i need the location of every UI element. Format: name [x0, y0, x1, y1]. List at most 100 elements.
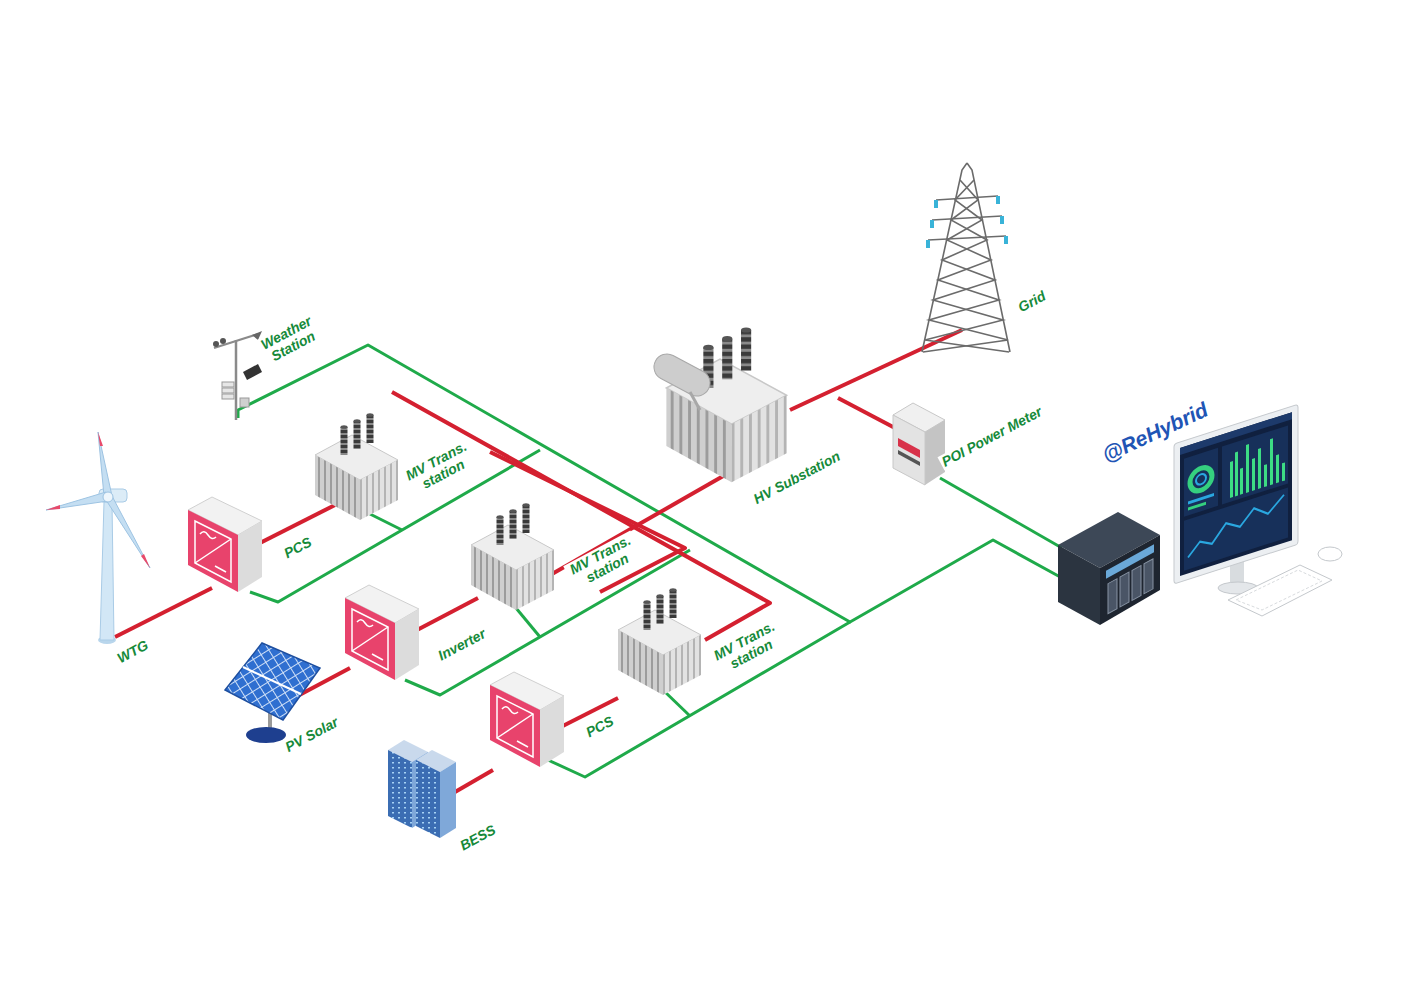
monitor-part-part	[1180, 412, 1292, 576]
transmission-tower-part	[925, 180, 1009, 352]
monitor-part-part-part	[1264, 464, 1267, 487]
monitor-part-part	[1196, 473, 1206, 486]
mv-transformer	[315, 413, 398, 520]
mv-transformer-part	[618, 588, 701, 695]
monitor-part	[1228, 565, 1332, 616]
hv-transformer-part-part	[666, 327, 786, 482]
power-lines-part	[838, 398, 895, 428]
pv-panel-part	[243, 667, 301, 694]
component-label: Grid	[1014, 288, 1050, 317]
monitor-part-part-part	[1276, 454, 1279, 483]
monitor-part-part-part	[1252, 458, 1255, 491]
wind-turbine-part	[46, 505, 60, 510]
pv-panel-part	[246, 727, 286, 743]
pcs-cabinet-part	[188, 497, 262, 592]
wind-turbine	[46, 432, 150, 644]
scada-server-part-part	[1108, 579, 1117, 614]
component-label: POI Power Meter	[938, 403, 1047, 471]
weather-station-part	[220, 338, 226, 344]
monitor-part-part-part	[1240, 468, 1243, 495]
weather-station-part	[235, 340, 238, 420]
monitor-part-part	[1174, 404, 1298, 584]
weather-station-part	[222, 382, 234, 387]
battery-racks-part	[440, 762, 456, 838]
scada-server-part-part	[1144, 559, 1153, 594]
pv-panel	[225, 643, 320, 743]
transmission-tower-part	[936, 196, 998, 200]
hv-transformer-part	[666, 327, 786, 482]
communication-lines-part	[663, 690, 690, 716]
wind-turbine-part	[141, 554, 150, 568]
pcs-cabinet	[188, 497, 262, 592]
scada-server-part-part	[1120, 572, 1129, 607]
wind-turbine-part	[98, 432, 103, 446]
mv-transformer-part	[471, 503, 554, 610]
poi-power-meter	[893, 403, 945, 485]
weather-station-part	[243, 364, 262, 380]
wind-turbine-part	[100, 502, 114, 640]
monitor-part-part	[1184, 448, 1218, 517]
scada-server-part	[1106, 544, 1154, 614]
poi-power-meter-part	[893, 415, 925, 485]
pcs-cabinet-part	[490, 672, 564, 767]
monitor-part	[1174, 404, 1298, 584]
hv-transformer-part	[649, 349, 714, 400]
scada-server-part	[1058, 545, 1100, 625]
component-label: Weather Station	[250, 309, 330, 371]
pv-panel-part	[225, 643, 320, 720]
component-label: MV Trans. station	[707, 617, 789, 680]
monitor	[1174, 404, 1342, 616]
monitor-part-part-part	[1230, 461, 1233, 498]
transmission-tower-part	[934, 200, 938, 208]
transmission-tower	[922, 163, 1010, 352]
monitor-part-part-part	[1282, 462, 1285, 481]
inverter-cabinet-part	[345, 585, 419, 680]
component-label: WTG	[113, 637, 153, 668]
wind-turbine-part	[98, 432, 112, 496]
component-label: BESS	[456, 821, 500, 854]
hv-transformer	[649, 327, 786, 482]
monitor-part	[1236, 570, 1322, 610]
mv-transformer-part	[315, 413, 398, 520]
transmission-tower-part	[928, 236, 1006, 240]
wind-turbine-part	[106, 496, 150, 568]
wind-turbine-part	[46, 492, 108, 510]
monitor-part-part-part	[1235, 451, 1238, 496]
monitor-part-part	[1184, 487, 1288, 570]
poi-power-meter-part	[898, 450, 920, 466]
battery-racks	[388, 740, 456, 838]
transmission-tower-part	[932, 216, 1002, 220]
monitor-part-part	[1188, 502, 1206, 511]
monitor-part-part-part	[1246, 444, 1249, 493]
monitor-part-part	[1230, 432, 1285, 498]
communication-lines-part	[238, 345, 1062, 622]
poi-power-meter-part	[925, 420, 945, 485]
inverter-cabinet	[345, 585, 419, 680]
power-lines-part	[455, 770, 493, 792]
transmission-tower-part	[996, 196, 1000, 204]
power-lines	[115, 330, 962, 792]
battery-racks-part	[416, 760, 440, 838]
scada-server	[1058, 512, 1160, 625]
weather-station-part	[240, 398, 249, 407]
monitor-part-part	[1188, 495, 1284, 558]
weather-station-part	[222, 388, 234, 393]
transmission-tower-part	[1004, 236, 1008, 244]
power-lines-part	[115, 588, 212, 637]
hv-transformer-part	[690, 392, 700, 410]
transmission-tower-part	[923, 180, 1008, 352]
scada-server-part-part	[1132, 565, 1141, 600]
monitor-part-part-part	[1270, 438, 1273, 485]
transmission-tower-part	[930, 220, 934, 228]
communication-lines-part	[516, 608, 540, 637]
mv-transformer	[471, 503, 554, 610]
monitor-part-part	[1188, 493, 1214, 504]
weather-station-part	[222, 394, 234, 399]
monitor-part-part-part	[1258, 448, 1261, 489]
transmission-tower-part	[1000, 216, 1004, 224]
battery-racks-part	[388, 750, 412, 828]
monitor-part-part	[1190, 465, 1212, 494]
pcs-cabinet	[490, 672, 564, 767]
